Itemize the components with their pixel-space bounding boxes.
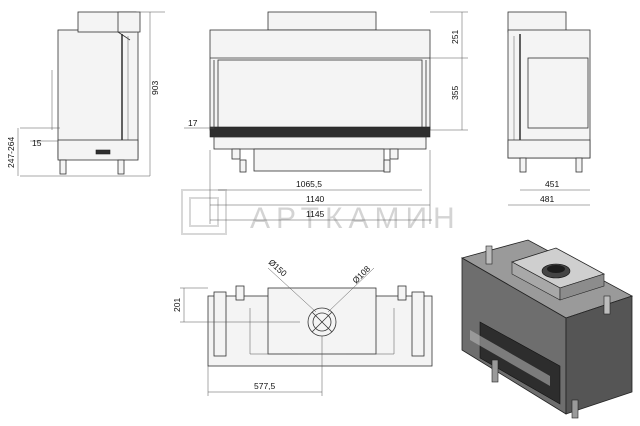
dim-top-depth-201: 201 — [172, 298, 182, 312]
side-view-left: 903 247-264 15 — [6, 11, 165, 177]
side-view-right: 451 481 — [507, 11, 591, 206]
dim-height-903: 903 — [150, 81, 160, 95]
dim-width-1065: 1065,5 — [296, 179, 322, 189]
dim-depth-481: 481 — [540, 194, 554, 204]
dim-width-1140: 1140 — [306, 194, 325, 204]
watermark-text: АРТКАМИН — [250, 202, 461, 235]
dim-small-15: 15 — [32, 138, 42, 148]
dim-outer-diameter: Ø150 — [267, 257, 289, 279]
dim-top-251: 251 — [450, 30, 460, 44]
dim-center-577: 577,5 — [254, 381, 276, 391]
dim-inner-diameter: Ø108 — [350, 263, 372, 285]
dim-offset-17: 17 — [188, 118, 198, 128]
dim-leg-range: 247-264 — [6, 137, 16, 168]
front-view: 251 355 17 1065,5 1140 1145 — [184, 11, 468, 224]
dim-depth-451: 451 — [545, 179, 559, 189]
dim-width-1145: 1145 — [306, 209, 325, 219]
isometric-view — [460, 239, 634, 419]
top-view: Ø150 Ø108 201 577,5 — [172, 257, 433, 396]
watermark-logo: АРТКАМИН — [181, 189, 461, 235]
dim-glass-355: 355 — [450, 86, 460, 100]
